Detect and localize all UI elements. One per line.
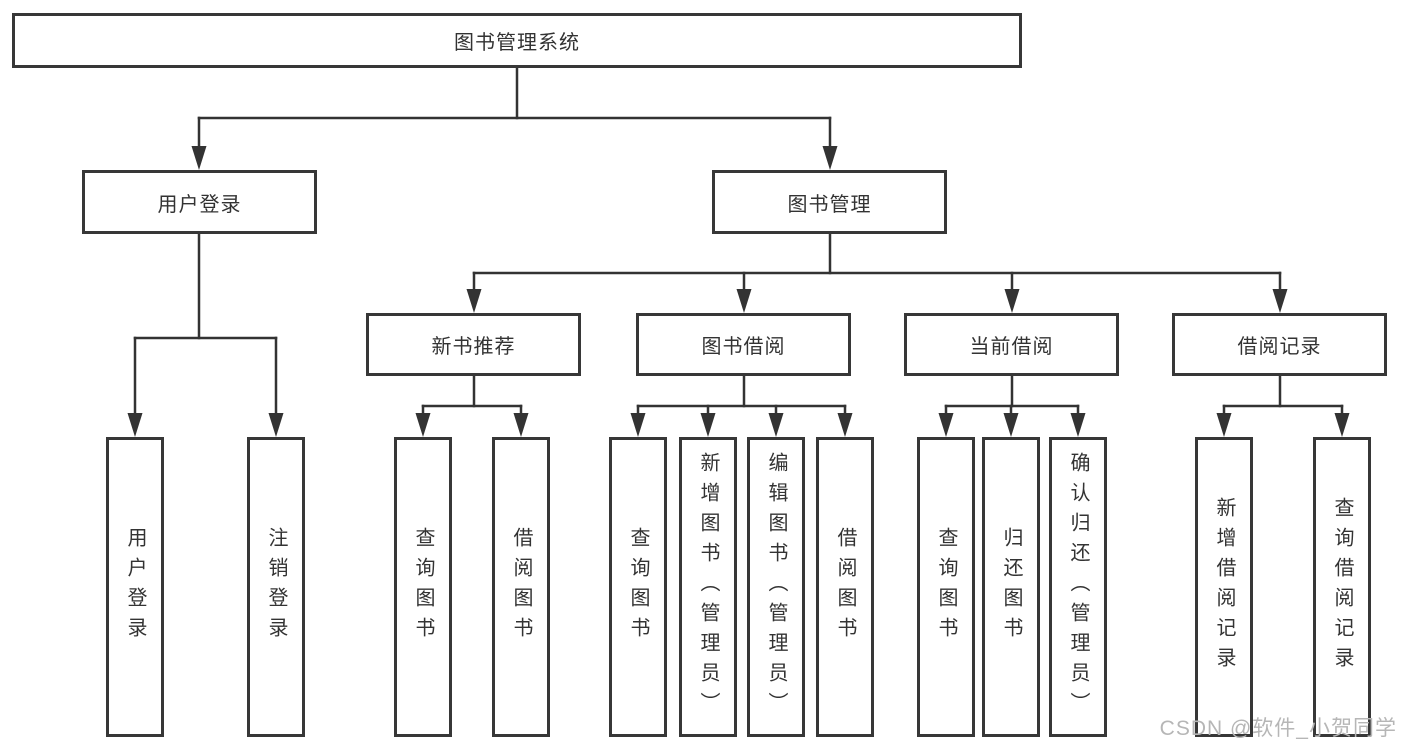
node-book-borrowing: 图书借阅 (636, 313, 851, 376)
connector-new-book-recommend-to-leaves (415, 374, 529, 437)
leaf-user-login: 用户登录 (106, 437, 164, 737)
node-current-borrowing: 当前借阅 (904, 313, 1119, 376)
leaf-return-books: 归还图书 (982, 437, 1040, 737)
leaf-confirm-return-admin: 确认归还（管理员） (1049, 437, 1107, 737)
node-user-login: 用户登录 (82, 170, 317, 234)
connector-book-management-to-level3 (466, 232, 1288, 313)
node-book-management: 图书管理 (712, 170, 947, 234)
node-root: 图书管理系统 (12, 13, 1022, 68)
connector-user-login-to-leaves (127, 232, 284, 437)
leaf-query-books-current: 查询图书 (917, 437, 975, 737)
leaf-query-books-recommend: 查询图书 (394, 437, 452, 737)
leaf-logout: 注销登录 (247, 437, 305, 737)
leaf-query-borrow-record: 查询借阅记录 (1313, 437, 1371, 737)
leaf-edit-books-admin: 编辑图书（管理员） (747, 437, 805, 737)
node-borrow-records: 借阅记录 (1172, 313, 1387, 376)
node-new-book-recommend: 新书推荐 (366, 313, 581, 376)
connector-borrow-records-to-leaves (1216, 374, 1350, 437)
leaf-borrow-books-borrowing: 借阅图书 (816, 437, 874, 737)
watermark-text: CSDN @软件_小贺同学 (1159, 717, 1397, 740)
connector-current-borrowing-to-leaves (938, 374, 1086, 437)
connector-root-to-level2 (191, 66, 838, 170)
leaf-borrow-books-recommend: 借阅图书 (492, 437, 550, 737)
leaf-add-books-admin: 新增图书（管理员） (679, 437, 737, 737)
leaf-query-books-borrowing: 查询图书 (609, 437, 667, 737)
connector-book-borrowing-to-leaves (630, 374, 853, 437)
leaf-add-borrow-record: 新增借阅记录 (1195, 437, 1253, 737)
